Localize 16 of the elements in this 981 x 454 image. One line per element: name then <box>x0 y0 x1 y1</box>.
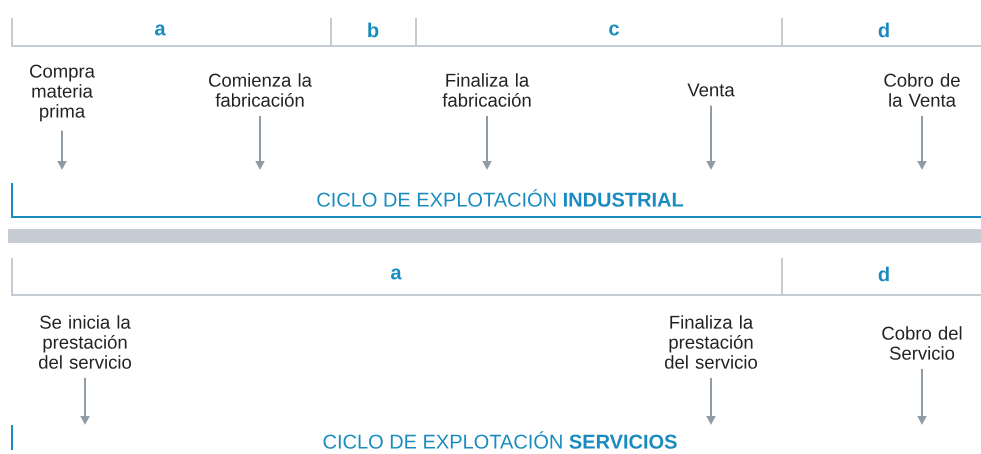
period-letter: c <box>609 24 619 36</box>
event-label: Cobro de la Venta <box>884 73 960 107</box>
period-letter: a <box>391 268 402 280</box>
cycle-title: CICLO DE EXPLOTACIÓN SERVICIOS <box>324 431 677 449</box>
event-label: Finaliza la prestación del servicio <box>665 315 757 369</box>
event-label: Venta <box>687 84 735 96</box>
event-label: Compra materia prima <box>30 64 95 122</box>
cycle-title: CICLO DE EXPLOTACIÓN INDUSTRIAL <box>317 189 684 207</box>
event-label: Finaliza la fabricación <box>442 73 531 107</box>
event-label: Comienza la fabricación <box>209 73 312 107</box>
event-label: Cobro del Servicio <box>882 326 962 360</box>
period-letter: d <box>878 22 889 38</box>
event-label: Se inicia la prestación del servicio <box>39 315 131 369</box>
period-letter: a <box>155 24 166 36</box>
period-letter: d <box>878 266 889 282</box>
period-letter: b <box>368 22 378 38</box>
